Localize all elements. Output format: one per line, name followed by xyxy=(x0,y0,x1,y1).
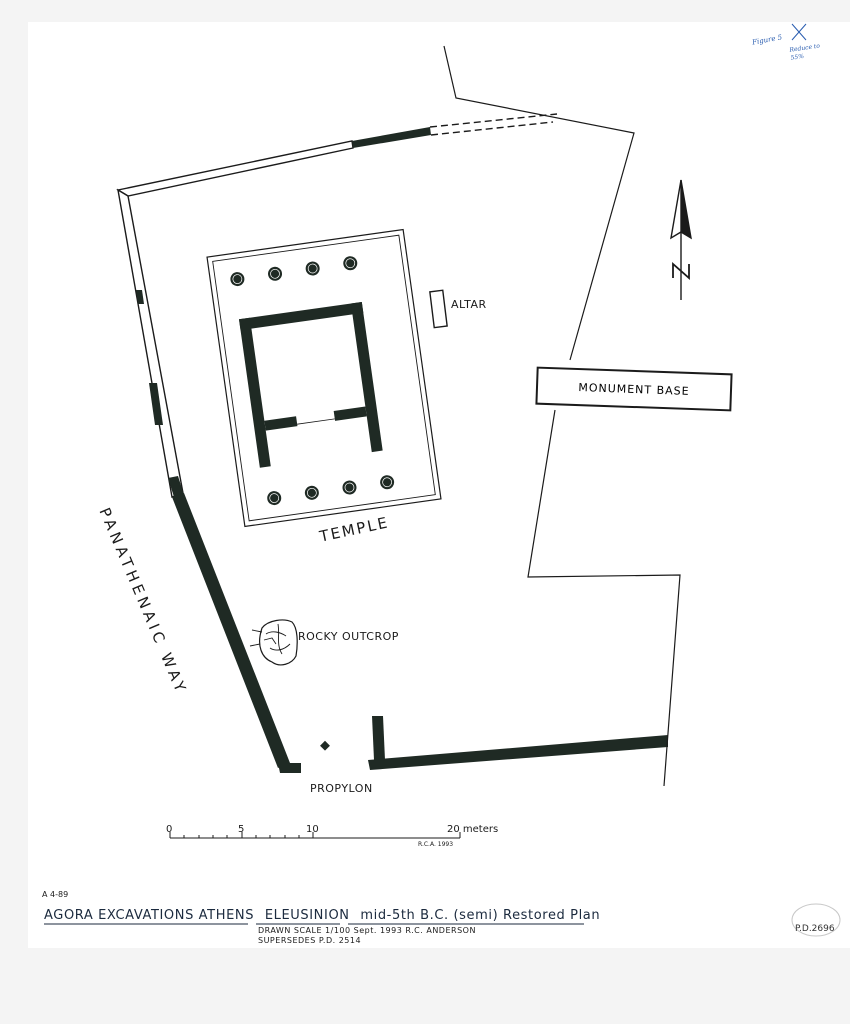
title-part-plan: mid-5th B.C. (semi) Restored Plan xyxy=(360,908,601,923)
temple-cella xyxy=(238,302,383,468)
title-part-agora: AGORA EXCAVATIONS ATHENS xyxy=(44,908,255,923)
scale-tick-0: 0 xyxy=(166,824,173,835)
propylon-structure xyxy=(278,716,385,773)
north-letter: N xyxy=(674,260,686,276)
scale-bar xyxy=(169,832,461,839)
drawn-scale-line: DRAWN SCALE 1/100 Sept. 1993 R.C. ANDERS… xyxy=(258,926,476,935)
handwritten-marks xyxy=(791,23,807,41)
temple-columns xyxy=(230,256,395,506)
scale-tick-20: 20 meters xyxy=(447,824,499,835)
north-arrow xyxy=(670,179,692,300)
north-wall xyxy=(116,113,558,197)
east-boundary-lower xyxy=(527,409,681,787)
scale-tick-10: 10 xyxy=(306,824,319,835)
temple-plan xyxy=(206,228,442,528)
scale-tick-5: 5 xyxy=(238,824,245,835)
propylon-label: PROPYLON xyxy=(310,782,373,795)
archive-stamp xyxy=(791,903,841,937)
rocky-outcrop-drawing xyxy=(249,619,298,666)
monument-base-label: MONUMENT BASE xyxy=(578,380,690,398)
pd-number: P.D.2696 xyxy=(795,924,835,934)
title-part-eleusinion: ELEUSINION xyxy=(264,908,350,923)
west-wall xyxy=(117,188,290,768)
altar-label: ALTAR xyxy=(451,298,487,311)
rocky-outcrop-label: ROCKY OUTCROP xyxy=(298,630,399,643)
south-wall xyxy=(368,735,668,770)
title-line: AGORA EXCAVATIONS ATHENS ELEUSINION mid-… xyxy=(44,908,606,923)
altar-outline xyxy=(429,289,448,329)
sheet-code: A 4-89 xyxy=(42,890,69,899)
east-boundary xyxy=(443,45,635,361)
supersedes-line: SUPERSEDES P.D. 2514 xyxy=(258,936,362,945)
scale-initials: R.C.A. 1993 xyxy=(418,841,454,848)
monument-base: MONUMENT BASE xyxy=(535,366,733,412)
